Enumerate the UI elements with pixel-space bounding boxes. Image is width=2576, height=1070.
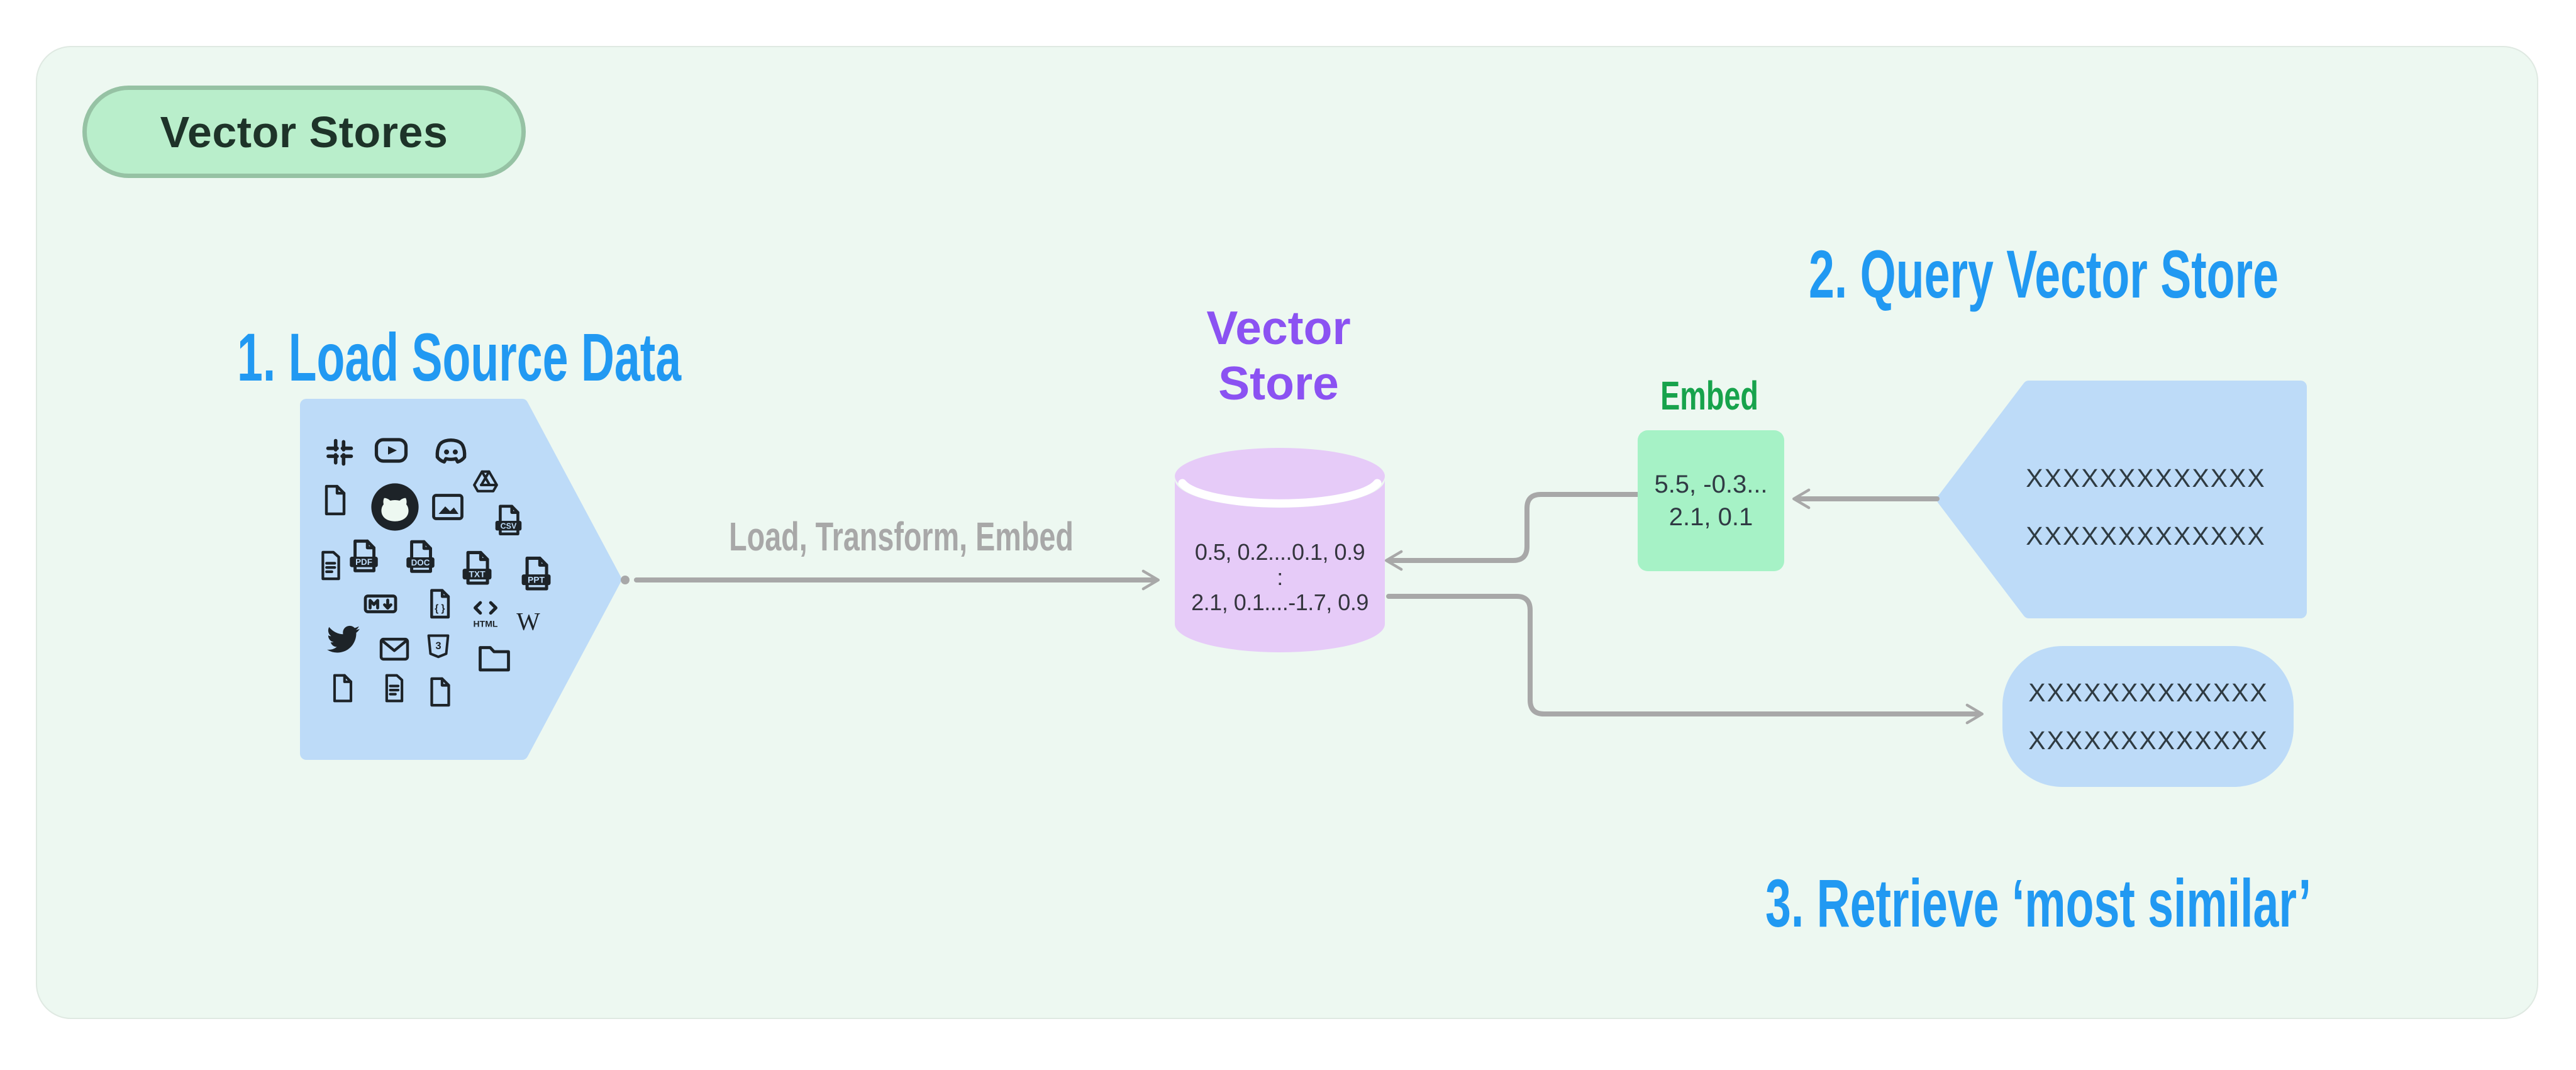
svg-text:CSV: CSV (501, 521, 517, 530)
cylinder-value-line: : (1277, 564, 1283, 590)
file-icon (423, 675, 457, 709)
embed-value-line: 2.1, 0.1 (1668, 503, 1753, 531)
cylinder-value-line: 2.1, 0.1....-1.7, 0.9 (1191, 589, 1368, 615)
svg-text:PPT: PPT (528, 575, 545, 585)
embed-label: Embed (1660, 373, 1758, 418)
svg-text:W: W (516, 608, 540, 636)
ppt-file-icon: PPT (516, 554, 556, 594)
text-file-icon (314, 549, 348, 582)
step1-heading: 1. Load Source Data (237, 319, 682, 395)
doc-file-icon: DOC (401, 537, 440, 576)
query-text: XXXXXXXXXXXXX XXXXXXXXXXXXX (2026, 449, 2266, 565)
wikipedia-icon: W (511, 604, 546, 639)
file-icon (326, 672, 359, 705)
vector-stores-badge-label: Vector Stores (160, 107, 448, 157)
result-text-line: XXXXXXXXXXXXX (2028, 726, 2268, 755)
discord-icon (431, 432, 471, 472)
svg-text:TXT: TXT (469, 569, 486, 579)
result-text: XXXXXXXXXXXXX XXXXXXXXXXXXX (2028, 669, 2268, 764)
step3-heading: 3. Retrieve ‘most similar’ (1765, 865, 2312, 941)
txt-file-icon: TXT (457, 548, 497, 588)
json-file-icon: { } (421, 586, 457, 621)
query-text-line: XXXXXXXXXXXXX (2026, 464, 2266, 493)
vector-store-cylinder (1175, 448, 1385, 652)
vector-store-title: Vector Store (1206, 300, 1350, 411)
slack-icon (323, 435, 357, 469)
embed-box: 5.5, -0.3... 2.1, 0.1 (1638, 430, 1784, 571)
embed-to-store-arrow (1385, 492, 1640, 571)
query-text-line: XXXXXXXXXXXXX (2026, 521, 2266, 550)
vector-store-title-line2: Store (1218, 357, 1339, 410)
folder-icon (475, 639, 513, 677)
svg-text:DOC: DOC (411, 558, 430, 567)
svg-text:PDF: PDF (355, 557, 372, 567)
result-text-line: XXXXXXXXXXXXX (2028, 678, 2268, 707)
vector-store-title-line1: Vector (1206, 301, 1351, 354)
email-icon (377, 632, 412, 667)
embed-values: 5.5, -0.3... 2.1, 0.1 (1654, 468, 1767, 533)
cylinder-band (1178, 479, 1382, 508)
svg-text:{ }: { } (435, 603, 445, 614)
store-to-result-arrow (1386, 594, 1984, 725)
youtube-icon (372, 432, 410, 469)
load-arrow-start-dot (621, 576, 630, 584)
html-file-icon: HTML (467, 596, 504, 632)
csv-file-icon: CSV (490, 502, 526, 538)
load-arrow-label: Load, Transform, Embed (729, 514, 1074, 559)
step2-heading: 2. Query Vector Store (1809, 236, 2279, 312)
vector-stores-badge: Vector Stores (82, 86, 526, 178)
result-box (2002, 646, 2294, 787)
twitter-icon (322, 618, 364, 660)
markdown-icon (362, 585, 399, 623)
query-shape (1937, 381, 2307, 618)
image-icon (429, 488, 467, 526)
embed-value-line: 5.5, -0.3... (1654, 471, 1768, 498)
cylinder-values: 0.5, 0.2....0.1, 0.9 : 2.1, 0.1....-1.7,… (1191, 540, 1368, 615)
pdf-file-icon: PDF (344, 537, 383, 576)
css3-icon: 3 (423, 631, 454, 662)
text-file-icon (378, 672, 411, 705)
svg-text:3: 3 (435, 640, 441, 652)
github-icon (365, 477, 425, 537)
file-icon (318, 482, 353, 518)
svg-text:HTML: HTML (474, 618, 498, 628)
cylinder-value-line: 0.5, 0.2....0.1, 0.9 (1194, 539, 1365, 565)
google-drive-icon (470, 466, 501, 498)
